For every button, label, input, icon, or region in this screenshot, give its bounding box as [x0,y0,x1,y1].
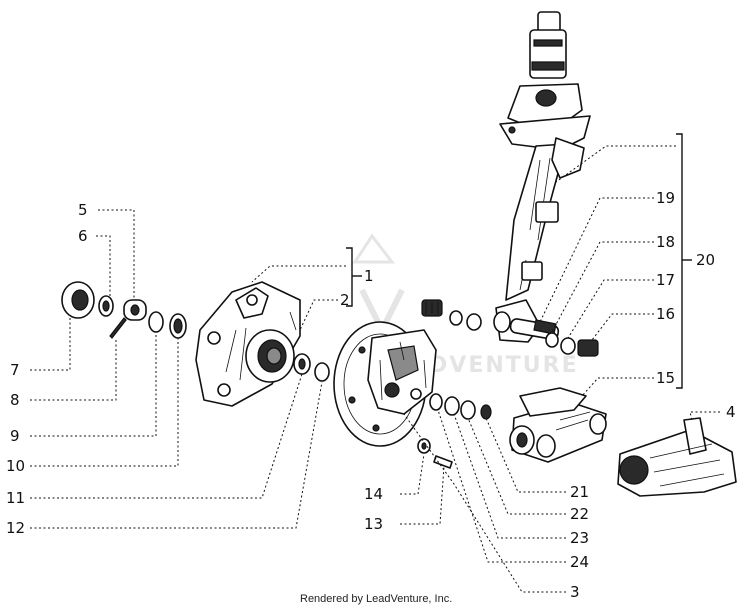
callout-17: 17 [656,271,675,289]
callout-24: 24 [570,553,589,571]
callout-13: 13 [364,515,383,533]
callout-5: 5 [78,201,88,219]
callout-19: 19 [656,189,675,207]
axle-bolt-set [545,332,599,357]
callout-12: 12 [6,519,25,537]
callout-1: 1 [364,267,374,285]
watermark: ADVENTURE [352,233,579,378]
steering-column [493,11,591,343]
hub-carrier [195,281,301,407]
callout-11: 11 [6,489,25,507]
callout-18: 18 [656,233,675,251]
watermark-text: ADVENTURE [410,353,579,378]
shock-cover [617,417,737,497]
callout-3: 3 [570,583,580,601]
callout-16: 16 [656,305,675,323]
spacer-parts [293,353,330,382]
callout-20: 20 [696,251,715,269]
callout-22: 22 [570,505,589,523]
shock-washers [429,393,492,420]
callout-10: 10 [6,457,25,475]
grouping-brackets [346,133,692,389]
caliper-bolt [417,438,453,469]
brake-disc-caliper [333,321,437,447]
shock-link [509,387,607,463]
callout-7: 7 [10,361,20,379]
left-hub-parts [61,281,187,339]
fork-nut [421,299,482,331]
credit-line: Rendered by LeadVenture, Inc. [300,593,452,605]
leader-lines [30,145,720,593]
callout-23: 23 [570,529,589,547]
callout-21: 21 [570,483,589,501]
callout-9: 9 [10,427,20,445]
callout-2: 2 [340,291,350,309]
callout-6: 6 [78,227,88,245]
callout-14: 14 [364,485,383,503]
callout-4: 4 [726,403,736,421]
callout-8: 8 [10,391,20,409]
callout-15: 15 [656,369,675,387]
callout-labels: 5 6 7 8 9 10 11 12 1 2 14 13 3 24 23 22 … [6,189,736,601]
